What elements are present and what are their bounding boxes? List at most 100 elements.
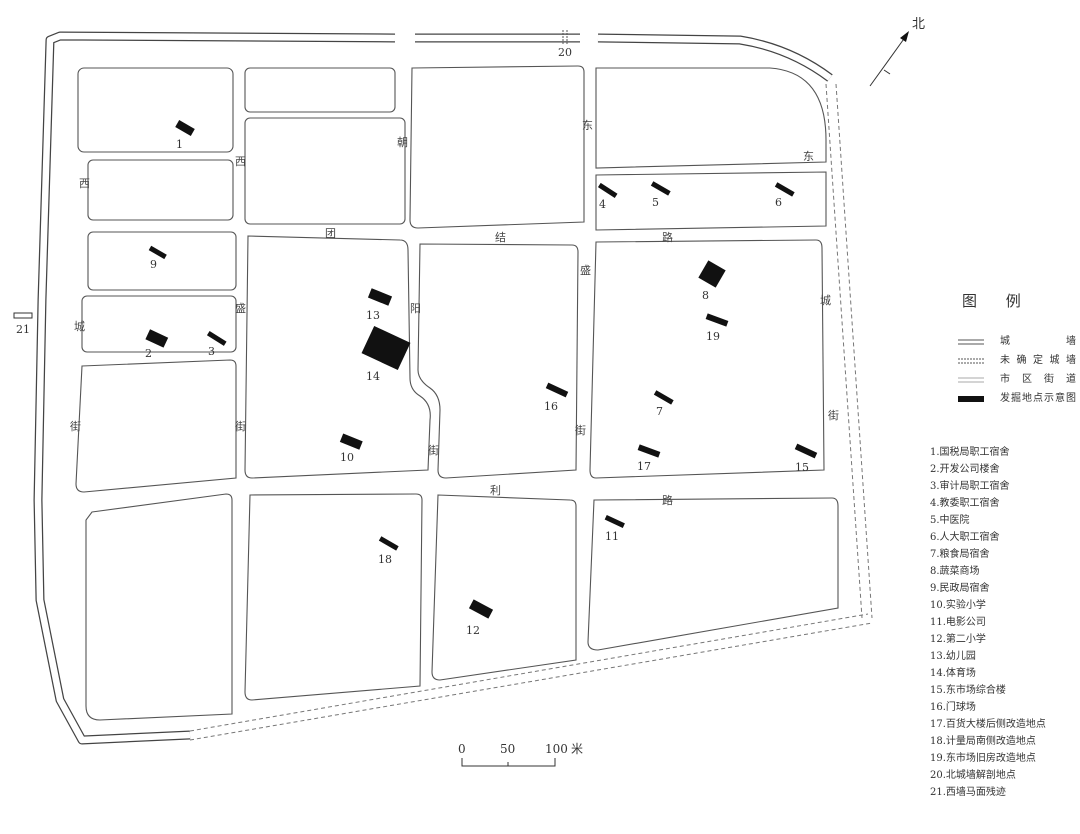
site-list-item: 17.百货大楼后侧改造地点 <box>930 719 1046 730</box>
uncertain-wall <box>189 83 873 741</box>
site-number: 6 <box>775 196 782 209</box>
street-label: 盛 <box>235 301 246 315</box>
north-label: 北 <box>912 17 925 32</box>
site-11-marker <box>604 514 625 528</box>
city-wall-symbol <box>958 339 984 345</box>
site-number: 14 <box>366 370 380 383</box>
site-number: 7 <box>656 405 663 418</box>
site-list-item: 19.东市场旧房改造地点 <box>930 753 1036 764</box>
site-16-marker <box>545 382 569 398</box>
site-number: 21 <box>16 323 30 336</box>
street-label: 城 <box>820 294 831 307</box>
site-list-item: 4.教委职工宿舍 <box>930 498 1000 509</box>
site-15-marker <box>794 443 818 459</box>
street-label: 东 <box>582 119 593 132</box>
street-label: 结 <box>495 231 506 244</box>
site-list-item: 16.门球场 <box>930 702 976 713</box>
site-number: 3 <box>208 345 215 358</box>
site-number: 4 <box>599 198 606 211</box>
legend-title: 图 例 <box>962 292 1033 310</box>
scale-tick-50: 50 <box>500 742 516 756</box>
street-label: 西 <box>79 177 90 190</box>
site-number: 20 <box>558 46 572 59</box>
site-number: 1 <box>176 138 183 151</box>
site-list-item: 3.审计局职工宿舍 <box>930 481 1010 492</box>
street-label: 街 <box>70 419 81 433</box>
excavation-site-symbol <box>958 396 984 402</box>
site-8-marker <box>698 260 726 288</box>
site-list-item: 10.实验小学 <box>930 600 986 611</box>
site-4-marker <box>597 182 618 198</box>
site-list-item: 6.人大职工宿舍 <box>930 532 1000 543</box>
street-label: 东 <box>803 150 814 163</box>
city-wall <box>33 31 833 745</box>
site-number: 16 <box>544 400 558 413</box>
street-label: 阳 <box>410 302 421 315</box>
site-list-item: 7.粮食局宿舍 <box>930 549 990 560</box>
site-2-marker <box>145 329 169 348</box>
site-18-marker <box>378 536 399 551</box>
scale-tick-0: 0 <box>458 742 466 756</box>
site-12-marker <box>468 599 494 619</box>
site-list-item: 14.体育场 <box>930 668 976 679</box>
scale-bar <box>461 758 556 767</box>
site-3-marker <box>206 331 227 346</box>
street-label: 街 <box>428 443 439 457</box>
site-14-marker <box>361 325 411 371</box>
street-label: 盛 <box>580 263 591 277</box>
uncertain-wall-symbol <box>958 358 984 364</box>
site-number: 11 <box>605 530 619 543</box>
scale-unit: 米 <box>571 742 584 756</box>
legend-label-uncertain-wall: 未确定城墙 <box>1000 355 1076 366</box>
site-list-item: 21.西墙马面残迹 <box>930 787 1006 798</box>
site-number: 12 <box>466 624 480 637</box>
site-number: 19 <box>706 330 720 343</box>
site-13-marker <box>367 288 393 306</box>
street-label: 朝 <box>397 136 408 149</box>
scale-tick-100: 100 <box>545 742 568 756</box>
site-number: 9 <box>150 258 157 271</box>
site-list-item: 2.开发公司楼舍 <box>930 464 1000 475</box>
site-list-item: 1.国税局职工宿舍 <box>930 447 1010 458</box>
street-symbol <box>958 377 984 383</box>
site-number: 18 <box>378 553 392 566</box>
site-list-item: 13.幼儿园 <box>930 651 976 662</box>
site-list-item: 11.电影公司 <box>930 617 986 628</box>
street-labels: 西 城 街 西 盛 街 朝 阳 街 东 盛 街 东 城 街 团 结 路 利 路 <box>70 119 839 507</box>
site-list-item: 8.蔬菜商场 <box>930 566 980 577</box>
site-7-marker <box>653 390 674 405</box>
street-label: 街 <box>828 408 839 422</box>
street-label: 街 <box>235 419 246 433</box>
site-list-item: 18.计量局南侧改造地点 <box>930 736 1036 747</box>
site-list-item: 5.中医院 <box>930 515 970 526</box>
site-9-marker <box>148 245 167 260</box>
site-number: 5 <box>652 196 659 209</box>
site-number: 8 <box>702 289 709 302</box>
street-label: 团 <box>325 227 336 240</box>
legend-label-excavation-site: 发掘地点示意图 <box>1000 393 1076 404</box>
site-list-item: 15.东市场综合楼 <box>930 685 1006 696</box>
site-5-marker <box>650 181 671 196</box>
street-label: 街 <box>575 423 586 437</box>
site-list-item: 20.北城墙解剖地点 <box>930 770 1016 781</box>
excavation-sites: 1 2 3 4 5 6 7 8 9 10 11 12 13 14 15 16 1… <box>13 30 818 637</box>
site-19-marker <box>705 313 729 327</box>
site-6-marker <box>774 182 795 197</box>
site-10-marker <box>339 433 363 450</box>
legend-label-city-wall: 城墙 <box>1000 336 1076 347</box>
site-list-item: 12.第二小学 <box>930 634 986 645</box>
site-number: 17 <box>637 460 651 473</box>
site-number: 13 <box>366 309 380 322</box>
street-blocks <box>75 65 839 721</box>
legend-label-street: 市区街道 <box>1000 374 1076 385</box>
site-1-marker <box>175 120 195 136</box>
north-arrow: 北 <box>869 17 925 87</box>
street-label: 路 <box>662 231 673 244</box>
site-17-marker <box>637 444 661 458</box>
street-label: 城 <box>74 320 85 333</box>
site-number: 10 <box>340 451 354 464</box>
street-label: 路 <box>662 494 673 507</box>
site-number: 15 <box>795 461 809 474</box>
site-list-item: 9.民政局宿舍 <box>930 583 990 594</box>
